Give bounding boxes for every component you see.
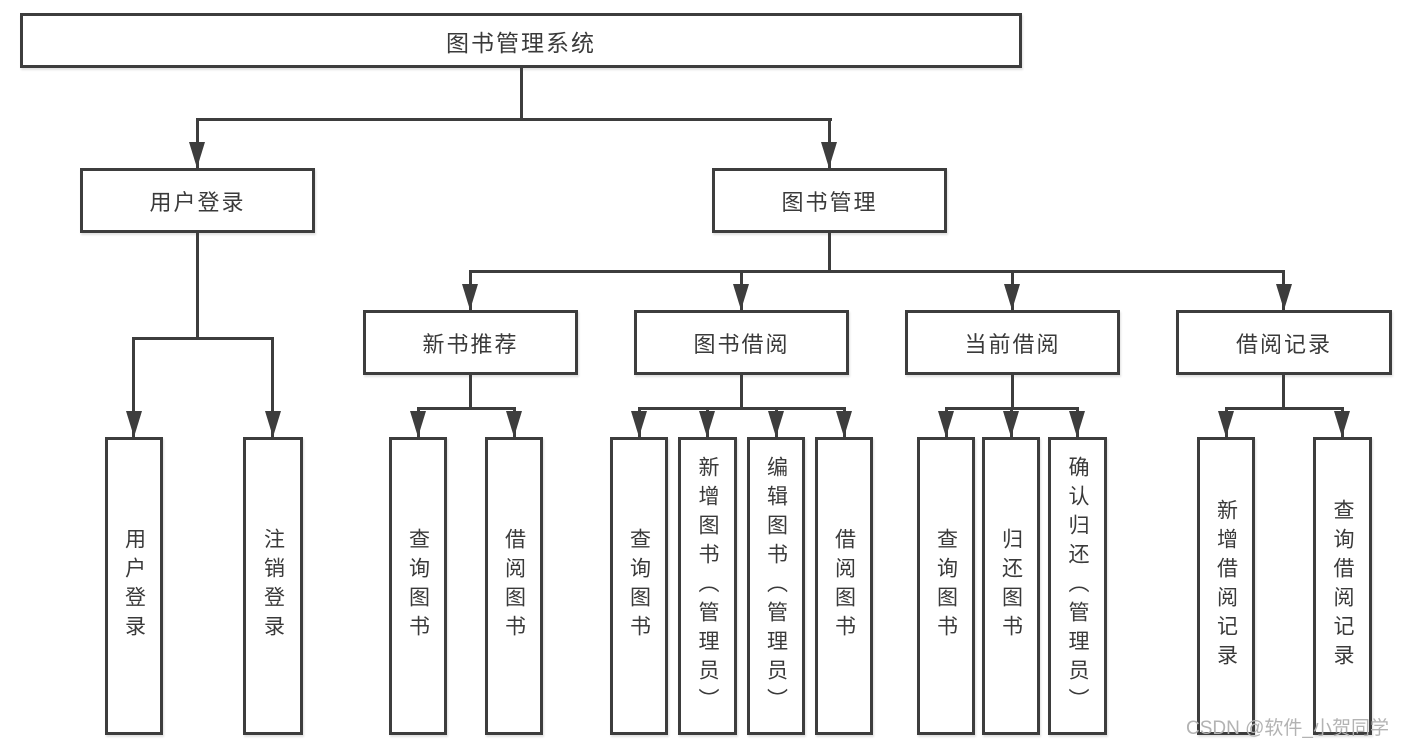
arrow-down-icon [1003, 411, 1019, 437]
node-current-borrow-label: 当前借阅 [964, 331, 1061, 357]
arrow-down-icon [631, 411, 647, 437]
arrow-down-icon [938, 411, 954, 437]
connector-group-bar [1225, 407, 1343, 410]
arrow-down-icon [462, 284, 478, 310]
arrow-down-icon [768, 411, 784, 437]
arrow-down-icon [1069, 411, 1085, 437]
arrow-down-icon [1004, 284, 1020, 310]
node-user-login-label: 用户登录 [149, 189, 246, 215]
connector-user-stem [196, 233, 199, 337]
leaf-current-return: 归还图书 [982, 437, 1040, 735]
node-root-system: 图书管理系统 [20, 13, 1022, 68]
leaf-user-login: 用户登录 [105, 437, 163, 735]
leaf-logout: 注销登录 [243, 437, 303, 735]
leaf-newbook-borrow: 借阅图书 [485, 437, 543, 735]
node-book-borrow-label: 图书借阅 [693, 331, 790, 357]
node-new-book-recommend: 新书推荐 [363, 310, 578, 375]
connector-drop-leaf [132, 337, 135, 437]
arrow-down-icon [733, 284, 749, 310]
leaf-logout-label: 注销登录 [261, 528, 285, 644]
arrow-down-icon [410, 411, 426, 437]
arrow-down-icon [265, 411, 281, 437]
node-current-borrow: 当前借阅 [905, 310, 1120, 375]
connector-group-stem [1282, 375, 1285, 407]
leaf-newbook-query: 查询图书 [389, 437, 447, 735]
arrow-down-icon [836, 411, 852, 437]
leaf-record-query: 查询借阅记录 [1313, 437, 1372, 735]
leaf-borrow-edit-admin: 编辑图书（管理员） [747, 437, 805, 735]
connector-root-bar [196, 118, 832, 121]
leaf-current-confirm-admin: 确认归还（管理员） [1048, 437, 1107, 735]
node-root-label: 图书管理系统 [446, 29, 596, 56]
leaf-borrow-add-admin: 新增图书（管理员） [678, 437, 737, 735]
leaf-borrow-book-label: 借阅图书 [832, 528, 856, 644]
leaf-borrow-query-label: 查询图书 [627, 528, 651, 644]
connector-group-bar [638, 407, 846, 410]
leaf-user-login-label: 用户登录 [122, 528, 146, 644]
node-borrow-record-label: 借阅记录 [1235, 331, 1332, 357]
node-book-mgmt-label: 图书管理 [781, 189, 878, 215]
leaf-newbook-query-label: 查询图书 [406, 528, 430, 644]
connector-drop-leaf [271, 337, 274, 437]
arrow-down-icon [821, 142, 837, 168]
node-borrow-record: 借阅记录 [1176, 310, 1392, 375]
arrow-down-icon [126, 411, 142, 437]
leaf-record-query-label: 查询借阅记录 [1331, 499, 1354, 673]
leaf-borrow-add-admin-label: 新增图书（管理员） [696, 455, 719, 717]
arrow-down-icon [1276, 284, 1292, 310]
leaf-borrow-book: 借阅图书 [815, 437, 873, 735]
arrow-down-icon [699, 411, 715, 437]
connector-group-bar [417, 407, 516, 410]
connector-mgmt-bar [469, 270, 1285, 273]
leaf-borrow-query: 查询图书 [610, 437, 668, 735]
arrow-down-icon [189, 142, 205, 168]
leaf-record-add-label: 新增借阅记录 [1214, 499, 1238, 673]
leaf-current-query-label: 查询图书 [934, 528, 958, 644]
connector-user-bar [132, 337, 274, 340]
leaf-current-return-label: 归还图书 [999, 528, 1023, 644]
arrow-down-icon [1218, 411, 1234, 437]
connector-group-stem [469, 375, 472, 407]
leaf-record-add: 新增借阅记录 [1197, 437, 1255, 735]
node-new-book-recommend-label: 新书推荐 [422, 331, 519, 357]
leaf-current-confirm-admin-label: 确认归还（管理员） [1066, 455, 1089, 717]
arrow-down-icon [1334, 411, 1350, 437]
connector-group-stem [1011, 375, 1014, 407]
connector-mgmt-stem [828, 233, 831, 270]
leaf-borrow-edit-admin-label: 编辑图书（管理员） [764, 455, 788, 717]
leaf-current-query: 查询图书 [917, 437, 975, 735]
arrow-down-icon [506, 411, 522, 437]
connector-group-stem [740, 375, 743, 407]
node-book-mgmt: 图书管理 [712, 168, 947, 233]
csdn-watermark: CSDN @软件_小贺同学 [1186, 718, 1389, 739]
node-user-login: 用户登录 [80, 168, 315, 233]
leaf-newbook-borrow-label: 借阅图书 [502, 528, 526, 644]
node-book-borrow: 图书借阅 [634, 310, 849, 375]
connector-root-stem [520, 68, 523, 118]
